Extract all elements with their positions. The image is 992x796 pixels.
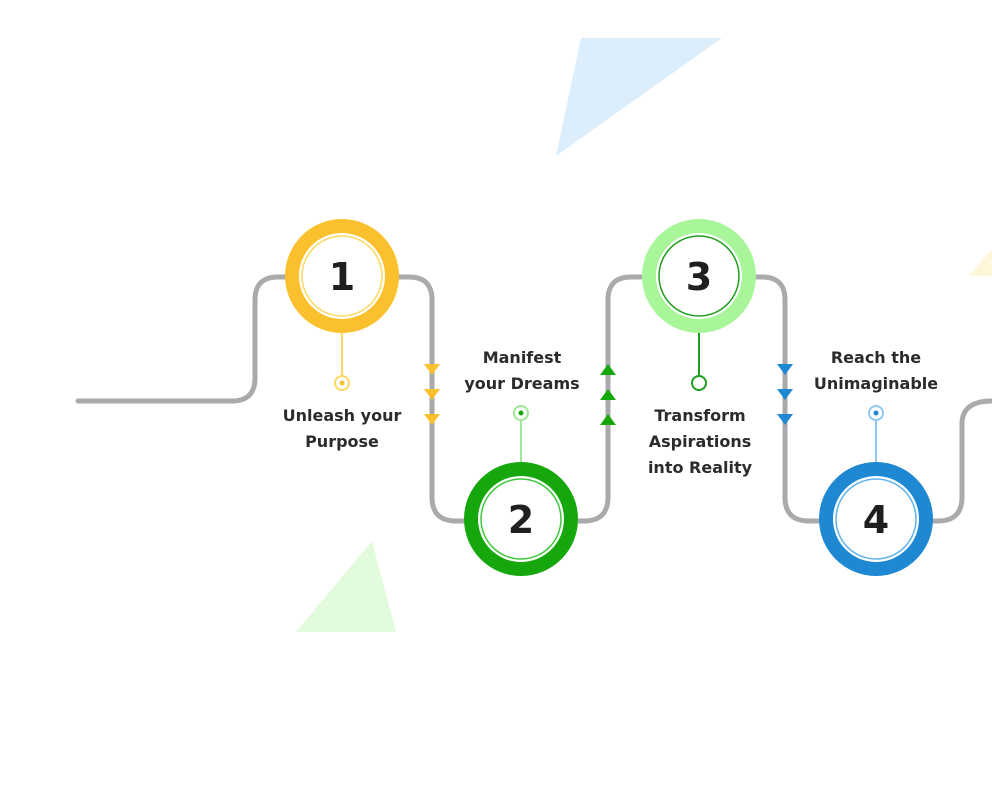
step-2-label: Manifest your Dreams	[442, 345, 602, 397]
step-4-label-line2: Unimaginable	[813, 374, 939, 393]
step-2: 2	[464, 405, 578, 576]
step-3-label-line2: Aspirations	[648, 432, 752, 451]
step-3-pin	[691, 375, 707, 391]
arrow-down-icon	[777, 389, 793, 400]
bg-triangle-green	[296, 541, 396, 632]
step-1-number: 1	[329, 255, 355, 299]
step-2-label-line1: Manifest	[482, 348, 562, 367]
arrow-down-icon	[424, 389, 440, 400]
arrows-3-4	[777, 364, 793, 425]
step-4-number: 4	[863, 498, 889, 542]
step-3-number: 3	[686, 255, 712, 299]
step-4-label-line1: Reach the	[830, 348, 922, 367]
arrow-down-icon	[777, 364, 793, 375]
bg-triangle-blue	[556, 38, 722, 156]
step-1-label: Unleash your Purpose	[262, 403, 422, 455]
process-path	[75, 274, 992, 524]
step-3-label-line1: Transform	[654, 406, 746, 425]
step-1-label-line1: Unleash your	[282, 406, 402, 425]
arrow-down-icon	[424, 414, 440, 425]
arrow-up-icon	[600, 414, 616, 425]
arrow-up-icon	[600, 364, 616, 375]
step-2-number: 2	[508, 498, 534, 542]
arrow-down-icon	[424, 364, 440, 375]
step-3: 3	[642, 219, 756, 391]
arrow-up-icon	[600, 389, 616, 400]
step-1-label-line2: Purpose	[305, 432, 379, 451]
step-4: 4	[819, 405, 933, 576]
step-4-label: Reach the Unimaginable	[796, 345, 956, 397]
step-2-label-line2: your Dreams	[464, 374, 580, 393]
arrow-down-icon	[777, 414, 793, 425]
arrows-1-2	[424, 364, 440, 425]
arrows-2-3	[600, 364, 616, 425]
step-1: 1	[285, 219, 399, 391]
step-3-label-line3: into Reality	[647, 458, 753, 477]
step-3-label: Transform Aspirations into Reality	[620, 403, 780, 481]
bg-triangle-yellow	[968, 250, 992, 276]
